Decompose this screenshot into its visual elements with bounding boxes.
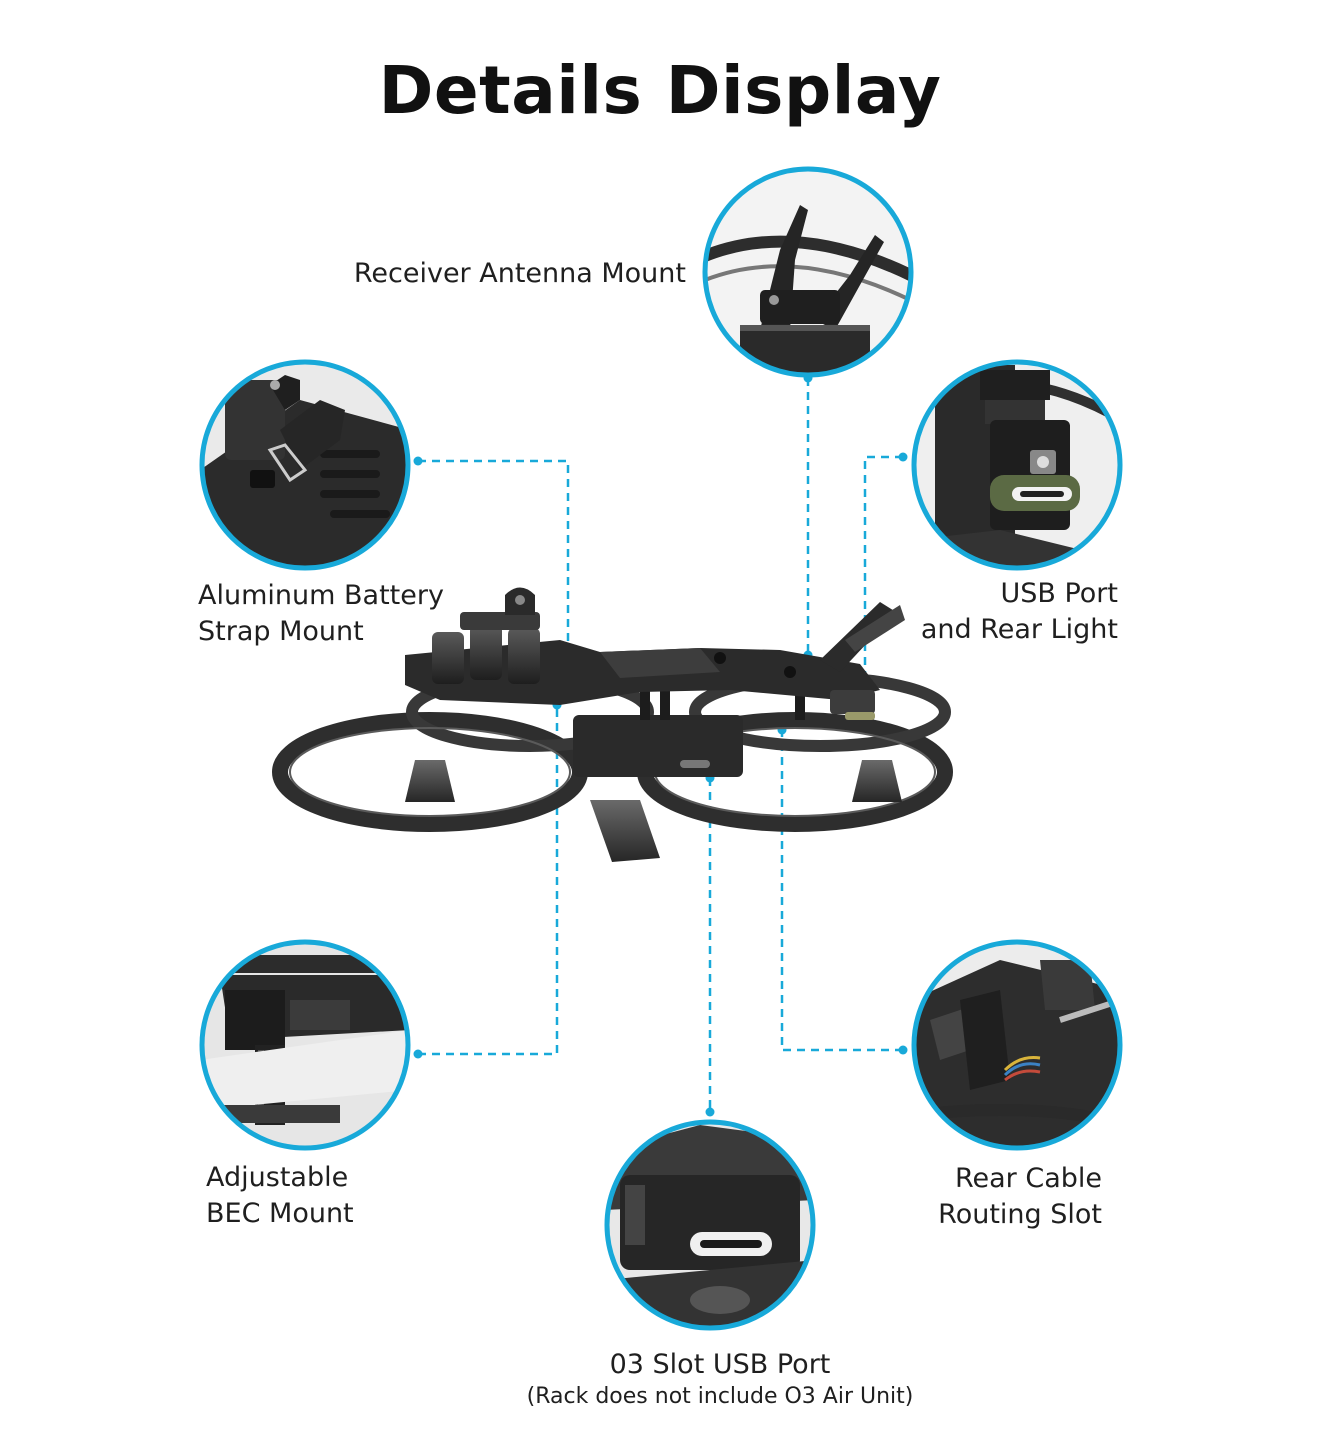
callout-text: Rear Cable: [954, 1163, 1102, 1194]
callout-o3-usb: 03 Slot USB Port: [400, 1347, 1040, 1383]
callout-text: Aluminum Battery: [198, 580, 444, 611]
leader-bec: [418, 705, 559, 1056]
callout-text: Adjustable: [206, 1162, 349, 1193]
callout-battery-strap: Aluminum Battery Strap Mount: [198, 578, 444, 650]
callout-usb-rear-light: USB Port and Rear Light: [880, 576, 1118, 648]
detail-usb-rear-light-image: [911, 359, 1123, 571]
callout-note: (Rack does not include O3 Air Unit): [526, 1384, 914, 1409]
callout-o3-note: (Rack does not include O3 Air Unit): [300, 1383, 1140, 1411]
callout-text: 03 Slot USB Port: [609, 1349, 831, 1380]
callout-bec-mount: Adjustable BEC Mount: [206, 1160, 354, 1232]
page-title: Details Display: [378, 52, 942, 129]
leader-battery: [418, 459, 570, 650]
callout-receiver-antenna: Receiver Antenna Mount: [330, 256, 686, 292]
detail-antenna-image: [702, 166, 914, 378]
detail-o3-usb-image: [604, 1119, 816, 1331]
detail-battery-strap-image: [199, 359, 411, 571]
drone-frame-image: [272, 587, 953, 862]
detail-bec-mount-image: [199, 939, 411, 1151]
callout-text: Strap Mount: [198, 616, 364, 647]
callout-text: Routing Slot: [938, 1199, 1102, 1230]
callout-text: and Rear Light: [920, 614, 1118, 645]
callout-cable-slot: Rear Cable Routing Slot: [880, 1161, 1102, 1233]
callout-text: Receiver Antenna Mount: [353, 258, 686, 289]
callout-text: BEC Mount: [206, 1198, 354, 1229]
callout-text: USB Port: [1000, 578, 1118, 609]
detail-cable-slot-image: [911, 939, 1123, 1151]
